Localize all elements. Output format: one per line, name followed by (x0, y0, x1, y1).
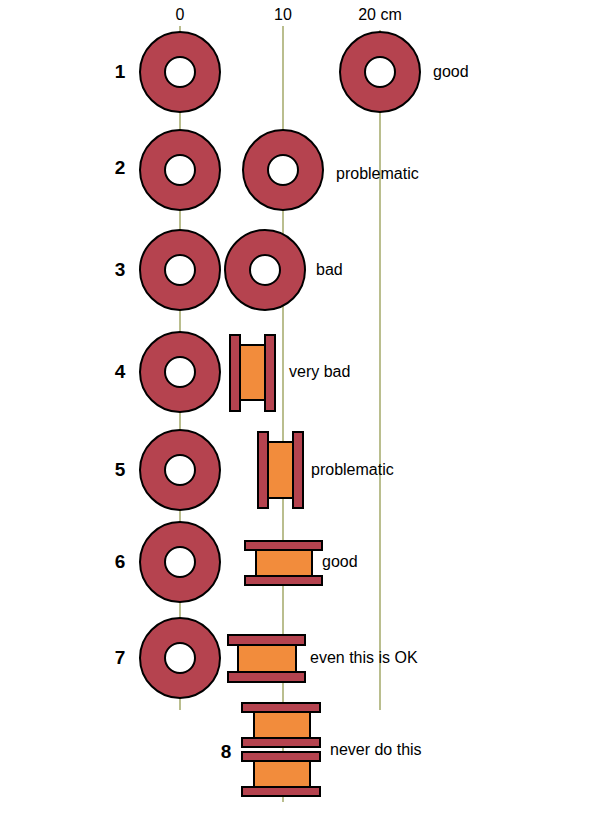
toroid-core (243, 130, 323, 210)
verdict-label: good (433, 63, 469, 81)
toroid-core (340, 32, 420, 112)
row-number: 4 (115, 362, 126, 383)
bobbin-coil (258, 432, 303, 508)
toroid-core (140, 332, 220, 412)
row-number: 2 (115, 158, 126, 179)
ruler-line (379, 30, 381, 710)
bobbin-coil (228, 635, 305, 682)
row-number: 5 (115, 460, 126, 481)
toroid-core (140, 430, 220, 510)
toroid-core (140, 230, 220, 310)
row-number: 8 (221, 742, 232, 763)
scale-mark: 20 cm (358, 6, 402, 24)
verdict-label: very bad (289, 363, 350, 381)
verdict-label: bad (316, 261, 343, 279)
toroid-core (140, 522, 220, 602)
verdict-label: problematic (336, 165, 419, 183)
verdict-label: problematic (311, 461, 394, 479)
row-number: 6 (115, 552, 126, 573)
row-number: 1 (115, 62, 126, 83)
toroid-core (140, 618, 220, 698)
toroid-core (225, 230, 305, 310)
toroid-core (140, 130, 220, 210)
stacked-bobbins (242, 703, 320, 796)
verdict-label: good (322, 553, 358, 571)
row-number: 7 (115, 648, 126, 669)
toroid-core (140, 32, 220, 112)
verdict-label: never do this (330, 741, 422, 759)
bobbin-coil (230, 335, 275, 411)
scale-mark: 0 (176, 6, 185, 24)
row-number: 3 (115, 260, 126, 281)
scale-mark: 10 (274, 6, 292, 24)
bobbin-coil (245, 541, 322, 585)
verdict-label: even this is OK (310, 649, 418, 667)
